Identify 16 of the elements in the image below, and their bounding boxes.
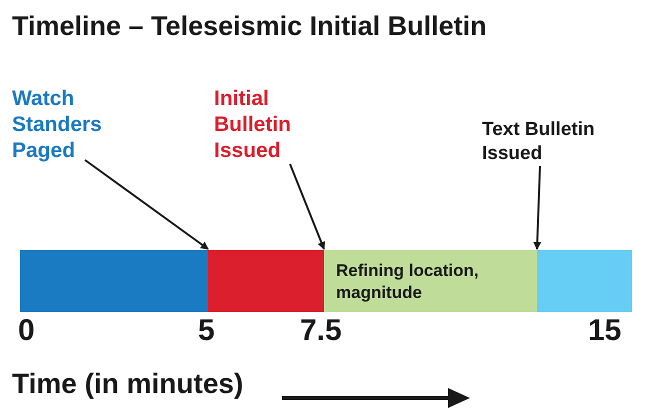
timeline-segment: Refining location, magnitude [324,250,537,312]
tick-label: 0 [18,316,35,346]
event-label: Text Bulletin Issued [482,118,632,168]
leader-arrow [289,164,326,250]
event-label: Watch Standers Paged [12,86,122,164]
timeline-segment [537,250,632,312]
tick-label: 15 [588,316,622,346]
timeline-segment [208,250,324,312]
leader-arrow [84,159,209,250]
axis-label: Time (in minutes) [12,370,244,398]
leader-arrow [533,166,542,250]
tick-label: 7.5 [300,316,342,346]
diagram-title: Timeline – Teleseismic Initial Bulletin [12,10,487,43]
timeline-segment [20,250,208,312]
event-label: Initial Bulletin Issued [214,86,324,164]
tick-label: 5 [198,316,215,346]
